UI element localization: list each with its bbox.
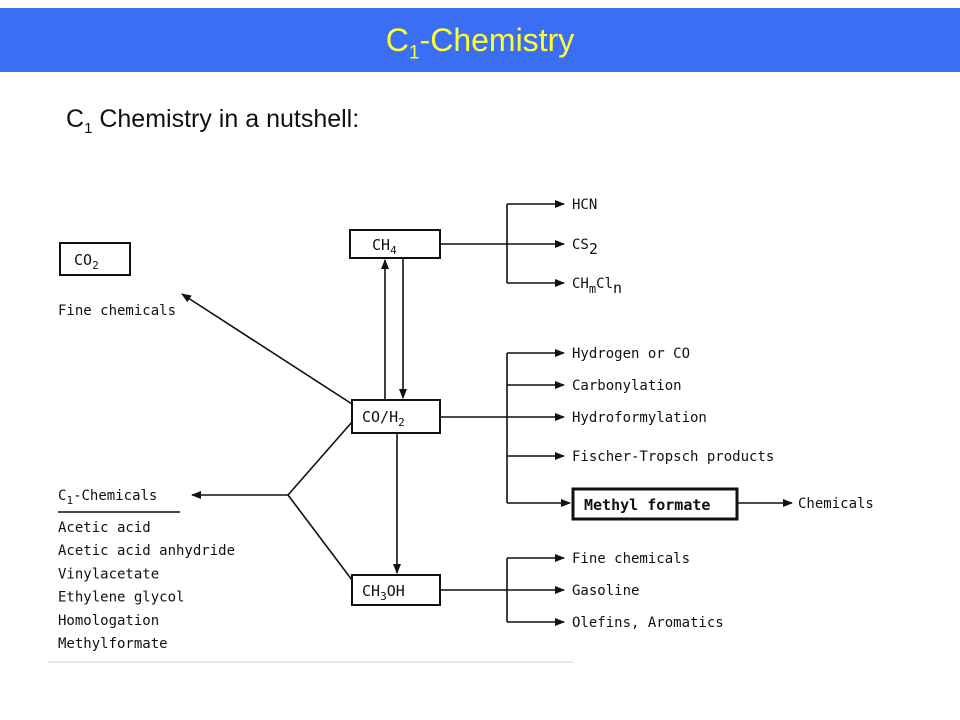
fischer-tropsch-label: Fischer-Tropsch products	[572, 449, 774, 465]
coh2-label: CO/H2	[362, 408, 405, 429]
hcn-label: HCN	[572, 197, 597, 213]
coh2-box	[351, 399, 441, 434]
methyl-formate-label: Methyl formate	[584, 496, 710, 514]
c1-list-item: Ethylene glycol	[58, 590, 184, 606]
page-title: C1-Chemistry	[385, 22, 575, 64]
co2-box	[59, 242, 131, 276]
c1-chemicals-heading: C1-Chemicals	[58, 488, 157, 507]
ch4-label: CH4	[372, 236, 397, 257]
c1-list-item: Methylformate	[58, 636, 168, 652]
fine-chemicals-top-label: Fine chemicals	[58, 303, 176, 319]
title-bar	[0, 8, 960, 72]
fine-chemicals-bottom-label: Fine chemicals	[572, 551, 690, 567]
c1-list-item: Vinylacetate	[58, 566, 159, 582]
hydrogen-or-co-label: Hydrogen or CO	[572, 346, 690, 362]
olefins-label: Olefins, Aromatics	[572, 615, 724, 631]
chemicals-label: Chemicals	[798, 496, 874, 512]
c1-list-item: Acetic acid anhydride	[58, 543, 235, 559]
c1-list-item: Homologation	[58, 613, 159, 629]
carbonylation-label: Carbonylation	[572, 378, 682, 394]
line-ch3oh-to-branch	[287, 494, 353, 581]
c1-list-item: Acetic acid	[58, 520, 151, 536]
chmcln-label: CHmCln	[572, 276, 622, 297]
ch3oh-label: CH3OH	[362, 582, 405, 603]
gasoline-label: Gasoline	[572, 583, 639, 599]
cs2-label: CS2	[572, 237, 598, 258]
methyl-formate-box	[571, 487, 739, 521]
page-subtitle: C1 Chemistry in a nutshell:	[66, 105, 360, 137]
arrow-coh2-to-co2	[181, 293, 353, 405]
co2-label: CO2	[74, 251, 99, 272]
hydroformylation-label: Hydroformylation	[572, 410, 707, 426]
line-coh2-to-branch	[287, 421, 353, 496]
